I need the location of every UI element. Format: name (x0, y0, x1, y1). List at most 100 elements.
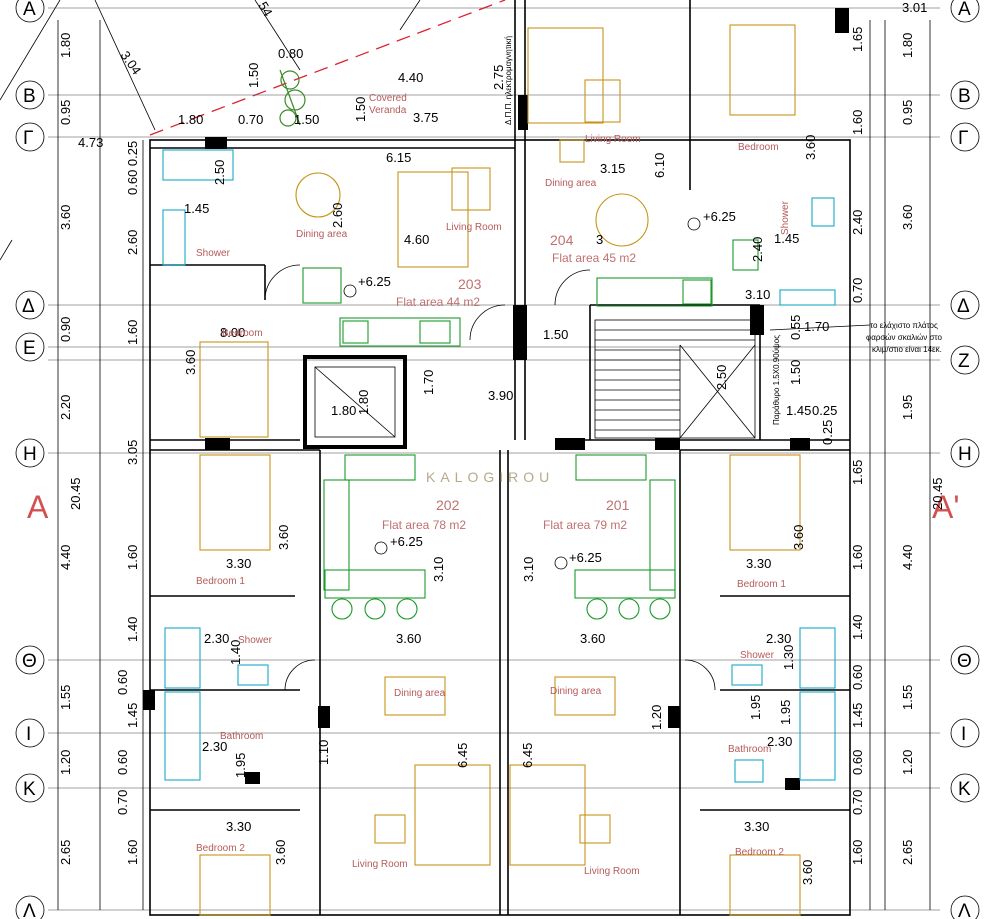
right-inner-dimensions: 1.65 1.60 3.60 2.40 0.70 0.55 1.50 0.25 … (778, 27, 865, 885)
room-label: Dining area (296, 229, 348, 240)
svg-text:0.60: 0.60 (115, 750, 130, 775)
left-outer-dimensions: 1.80 0.95 3.60 0.90 2.20 4.40 1.55 1.20 … (58, 33, 83, 865)
axis-label: Γ (958, 128, 968, 149)
room-label: Bathroom (220, 731, 263, 742)
svg-text:1.50: 1.50 (788, 360, 803, 385)
room-label: Bathroom (728, 744, 771, 755)
svg-text:6.15: 6.15 (386, 150, 411, 165)
svg-text:3.01: 3.01 (902, 0, 927, 15)
svg-text:1.60: 1.60 (850, 840, 865, 865)
room-label: Veranda (369, 105, 407, 116)
section-marker-left: Α (27, 489, 49, 525)
svg-text:Δ.Π.Π. ηλεκτρομαγνητική: Δ.Π.Π. ηλεκτρομαγνητική (504, 36, 513, 125)
svg-text:+6.25: +6.25 (390, 534, 423, 549)
svg-text:0.60: 0.60 (115, 670, 130, 695)
svg-text:1.30: 1.30 (781, 645, 796, 670)
svg-text:4.40: 4.40 (900, 545, 915, 570)
svg-text:2.40: 2.40 (850, 210, 865, 235)
svg-text:0.95: 0.95 (58, 100, 73, 125)
axis-label: Λ (23, 901, 36, 919)
svg-text:2.30: 2.30 (766, 631, 791, 646)
svg-text:1.60: 1.60 (850, 545, 865, 570)
svg-text:1.40: 1.40 (125, 617, 140, 642)
plant-icon (279, 69, 306, 127)
bathroom-fixtures (162, 149, 836, 783)
svg-text:1.40: 1.40 (850, 615, 865, 640)
svg-text:το ελάχιστο πλάτος: το ελάχιστο πλάτος (870, 321, 938, 330)
door-swings (264, 264, 716, 691)
svg-text:1.95: 1.95 (748, 695, 763, 720)
axis-label: Ι (26, 724, 31, 745)
flat-number: 202 (436, 497, 460, 513)
svg-text:1.60: 1.60 (850, 110, 865, 135)
axis-markers-right: Α Β Γ Δ Ζ Η Θ Ι Κ Λ (950, 0, 980, 919)
svg-text:0.70: 0.70 (850, 278, 865, 303)
svg-text:0.70: 0.70 (238, 112, 263, 127)
svg-text:1.80: 1.80 (58, 33, 73, 58)
top-dimensions: 3.04 54 0.80 1.50 4.40 2.75 1.50 3.75 3.… (78, 0, 927, 178)
svg-text:3.30: 3.30 (746, 556, 771, 571)
svg-text:0.60: 0.60 (850, 665, 865, 690)
flat-area: Flat area 78 m2 (382, 518, 466, 532)
annotation-notes: το ελάχιστο πλάτος φαρσών σκαλιών στο κλ… (504, 36, 942, 425)
flat-number: 204 (550, 232, 574, 248)
svg-text:1.45: 1.45 (786, 403, 811, 418)
brand-watermark: KALOGIROU (426, 469, 554, 485)
axis-label: Λ (958, 901, 971, 919)
room-label: Living Room (585, 134, 641, 145)
svg-text:4.73: 4.73 (78, 135, 103, 150)
svg-text:κλιμ/στιο είναι 14εκ.: κλιμ/στιο είναι 14εκ. (872, 345, 942, 354)
svg-text:1.45: 1.45 (774, 231, 799, 246)
svg-text:6.45: 6.45 (455, 743, 470, 768)
room-label: Shower (740, 650, 775, 661)
axis-label: Β (23, 86, 36, 107)
axis-label: Α (958, 0, 971, 20)
svg-text:3.60: 3.60 (791, 525, 806, 550)
svg-text:2.75: 2.75 (491, 65, 506, 90)
flat-area: Flat area 79 m2 (543, 518, 627, 532)
svg-text:1.95: 1.95 (233, 753, 248, 778)
elevator (314, 366, 396, 438)
axis-label: Θ (22, 651, 37, 672)
svg-text:0.60: 0.60 (850, 750, 865, 775)
svg-text:1.55: 1.55 (58, 685, 73, 710)
svg-text:1.60: 1.60 (125, 840, 140, 865)
svg-text:2.20: 2.20 (58, 395, 73, 420)
svg-text:+6.25: +6.25 (358, 274, 391, 289)
svg-text:+6.25: +6.25 (569, 550, 602, 565)
svg-text:1.80: 1.80 (178, 112, 203, 127)
axis-label: Ε (23, 338, 36, 359)
furniture (199, 24, 801, 916)
svg-text:1.80: 1.80 (331, 403, 356, 418)
room-label: Living Room (584, 866, 640, 877)
svg-text:1.45: 1.45 (184, 201, 209, 216)
svg-text:4.40: 4.40 (398, 70, 423, 85)
svg-text:1.20: 1.20 (58, 750, 73, 775)
axis-label: Η (958, 444, 972, 465)
room-labels: Covered Veranda Dining area Living Room … (196, 93, 791, 877)
svg-text:φαρσών σκαλιών στο: φαρσών σκαλιών στο (866, 333, 942, 342)
svg-text:1.45: 1.45 (125, 703, 140, 728)
svg-text:1.45: 1.45 (850, 703, 865, 728)
svg-text:1.50: 1.50 (353, 97, 368, 122)
room-label: Dining area (550, 686, 602, 697)
svg-text:2.40: 2.40 (750, 237, 765, 262)
upper-dimensions: 2.50 1.45 2.60 4.60 3 1.45 2.40 3.10 8.0… (184, 160, 837, 418)
svg-text:3.75: 3.75 (413, 110, 438, 125)
svg-text:3: 3 (596, 232, 603, 247)
svg-text:1.80: 1.80 (900, 33, 915, 58)
svg-text:3.60: 3.60 (580, 631, 605, 646)
svg-text:54: 54 (255, 0, 275, 19)
svg-text:1.65: 1.65 (850, 460, 865, 485)
svg-text:3.30: 3.30 (744, 819, 769, 834)
svg-text:0.25: 0.25 (812, 403, 837, 418)
svg-text:20.45: 20.45 (930, 477, 945, 510)
axis-label: Δ (22, 296, 35, 317)
svg-text:1.95: 1.95 (900, 395, 915, 420)
room-label: Shower (780, 200, 791, 235)
svg-text:2.50: 2.50 (212, 160, 227, 185)
svg-text:3.60: 3.60 (276, 525, 291, 550)
svg-text:8.00: 8.00 (220, 325, 245, 340)
svg-text:1.50: 1.50 (543, 327, 568, 342)
svg-text:4.40: 4.40 (58, 545, 73, 570)
